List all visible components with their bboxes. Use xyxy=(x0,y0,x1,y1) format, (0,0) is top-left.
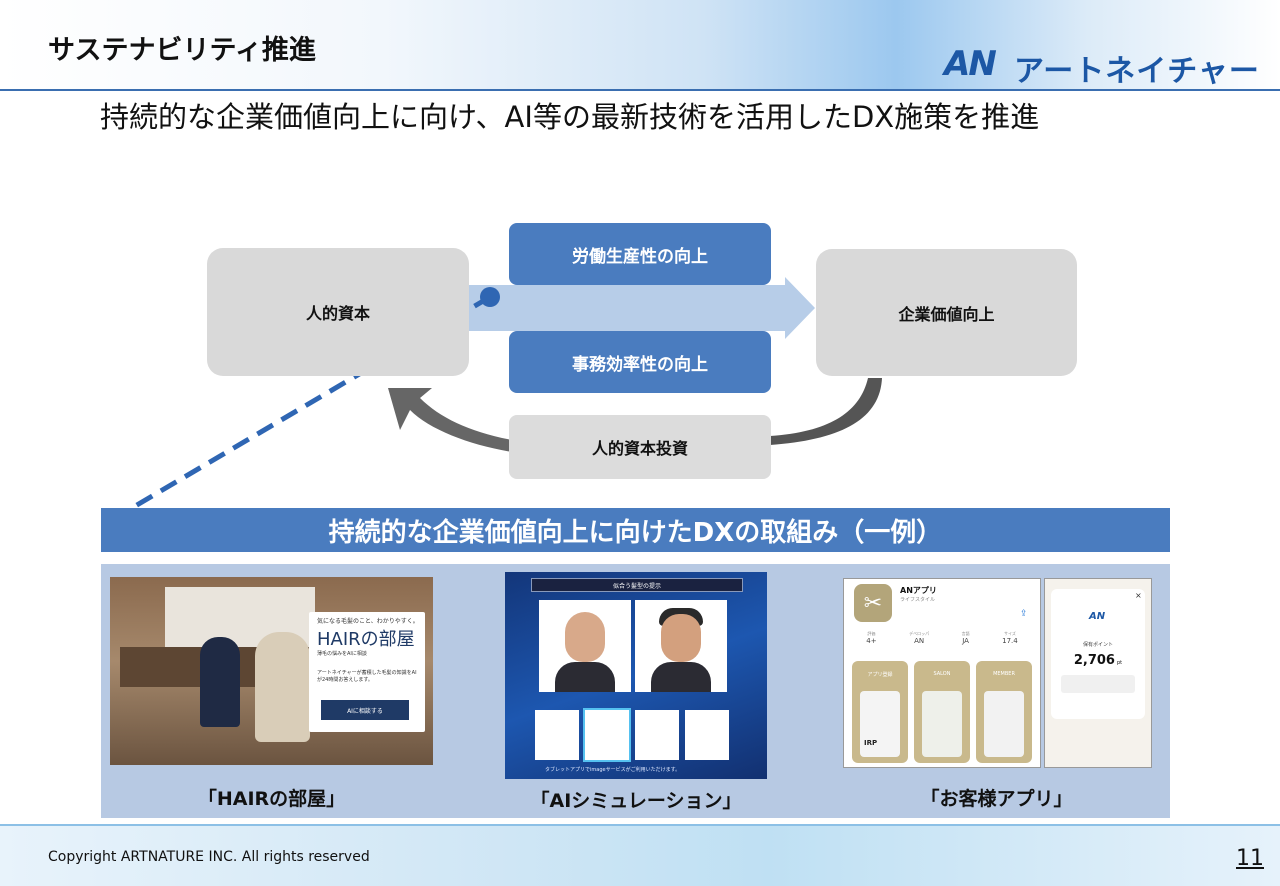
page-title: サステナビリティ推進 xyxy=(48,35,316,66)
sim-footer: タブレットアプリでimageサービスがご利用いただけます。 xyxy=(545,767,681,773)
share-icon[interactable]: ⇪ xyxy=(1020,609,1028,619)
stat-label: 言語 xyxy=(961,631,970,636)
page-subtitle: 持続的な企業価値向上に向け、AI等の最新技術を活用したDX施策を推進 xyxy=(100,100,1040,134)
points-label: 保有ポイント xyxy=(1082,642,1113,648)
app-name: ANアプリ xyxy=(900,586,937,595)
app-tile: MEMBER xyxy=(976,661,1032,763)
tile-phone: IRP xyxy=(860,691,900,757)
logo-mark-small: AN xyxy=(1089,611,1106,622)
after-photo xyxy=(635,600,727,692)
footer-band xyxy=(0,824,1280,886)
tile-label: アプリ登録 xyxy=(867,672,893,678)
scissors-icon: ✂ xyxy=(854,584,892,622)
flow-arrow xyxy=(465,277,815,339)
company-logo: AN アートネイチャー xyxy=(944,44,1264,89)
dashed-connector xyxy=(101,294,492,528)
stat-value: JA xyxy=(962,637,969,645)
face-shape xyxy=(565,612,605,662)
diagram-arrows xyxy=(101,277,882,528)
page-number: 11 xyxy=(1236,846,1264,871)
copyright-text: Copyright ARTNATURE INC. All rights rese… xyxy=(48,849,370,865)
customer-app-caption: 「お客様アプリ」 xyxy=(920,788,1073,810)
hair-room-caption: 「HAIRの部屋」 xyxy=(197,788,346,810)
sim-heading: 似合う髪型の提示 xyxy=(531,578,743,592)
footer-divider xyxy=(0,824,1280,826)
app-tile: アプリ登録 IRP xyxy=(852,661,908,763)
points-detail xyxy=(1061,675,1135,693)
hair-room-card: 気になる毛髪のこと、わかりやすく。 HAIRの部屋 薄毛の悩みをAIに相談 アー… xyxy=(309,612,425,732)
irp-label: IRP xyxy=(864,739,878,747)
app-tile: SALON xyxy=(914,661,970,763)
person-figure xyxy=(200,637,240,727)
card-tagline: 気になる毛髪のこと、わかりやすく。 xyxy=(317,618,419,625)
points-unit: pt xyxy=(1116,660,1123,666)
body-shape xyxy=(555,662,615,692)
human-capital-investment-box: 人的資本投資 xyxy=(509,415,771,479)
stat-value: 4+ xyxy=(866,637,877,645)
corporate-value-box: 企業価値向上 xyxy=(816,249,1077,376)
logo-mark: AN xyxy=(944,44,997,84)
close-icon[interactable]: × xyxy=(1135,591,1142,600)
card-heading: HAIRの部屋 xyxy=(317,629,415,650)
tile-phone xyxy=(922,691,962,757)
header-divider xyxy=(0,89,1280,91)
office-efficiency-box: 事務効率性の向上 xyxy=(509,331,771,393)
style-thumb-selected[interactable] xyxy=(583,708,631,762)
stat-label: デベロッパ xyxy=(909,631,930,636)
dx-initiatives-banner: 持続的な企業価値向上に向けたDXの取組み（一例） xyxy=(101,508,1170,552)
stat-value: AN xyxy=(914,637,925,645)
logo-text: アートネイチャー xyxy=(1014,54,1260,89)
card-subline: 薄毛の悩みをAIに相談 xyxy=(317,651,367,657)
tile-phone xyxy=(984,691,1024,757)
style-thumb[interactable] xyxy=(685,710,729,760)
before-photo xyxy=(539,600,631,692)
return-arrow-head xyxy=(388,388,512,452)
ai-consult-button[interactable]: AIに相談する xyxy=(321,700,409,720)
stat-value: 17.4 xyxy=(1002,637,1018,645)
connector-dot xyxy=(480,287,500,307)
ai-simulation-screenshot: 似合う髪型の提示 タブレットアプリでimageサービスがご利用いただけます。 xyxy=(505,572,767,779)
body-shape xyxy=(651,662,711,692)
hair-room-screenshot: 気になる毛髪のこと、わかりやすく。 HAIRの部屋 薄毛の悩みをAIに相談 アー… xyxy=(110,577,433,765)
ai-simulation-caption: 「AIシミュレーション」 xyxy=(530,790,742,812)
header-band xyxy=(0,0,1280,90)
style-thumb[interactable] xyxy=(535,710,579,760)
face-shape xyxy=(661,614,701,662)
customer-figure xyxy=(255,632,310,742)
points-value: 2,706 xyxy=(1073,653,1115,668)
card-body: アートネイチャーが蓄積した毛髪の知識をAIが24時間お答えします。 xyxy=(317,670,417,683)
stat-label: サイズ xyxy=(1003,631,1016,636)
tile-label: MEMBER xyxy=(993,671,1015,677)
app-vendor: ライフスタイル xyxy=(900,597,936,603)
labor-productivity-box: 労働生産性の向上 xyxy=(509,223,771,285)
style-thumb[interactable] xyxy=(635,710,679,760)
return-arrow xyxy=(770,378,882,445)
human-capital-box: 人的資本 xyxy=(207,248,469,376)
tile-label: SALON xyxy=(933,671,951,677)
stat-label: 評価 xyxy=(867,631,876,636)
